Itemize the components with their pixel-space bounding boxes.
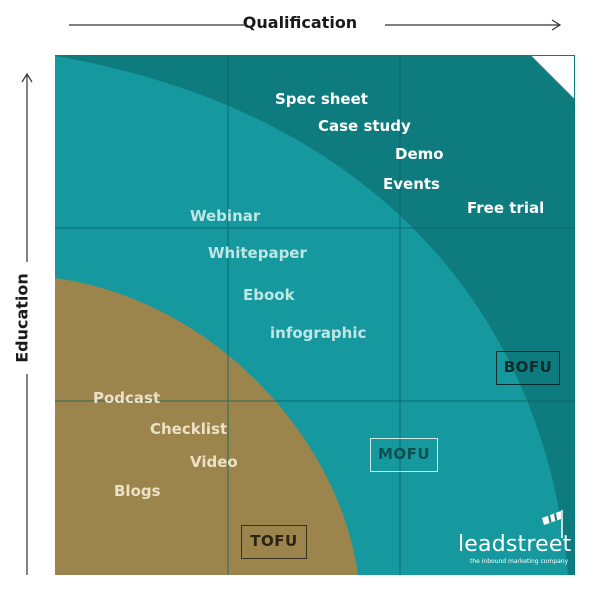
stage-badge-mofu: MOFU	[370, 438, 438, 472]
logo-wordmark: leadstreet	[458, 532, 572, 557]
content-item-case-study: Case study	[318, 117, 411, 135]
content-item-spec-sheet: Spec sheet	[275, 90, 368, 108]
content-item-whitepaper: Whitepaper	[208, 244, 307, 262]
x-axis-title: Qualification	[242, 13, 358, 32]
x-axis-arrow	[69, 19, 562, 31]
content-item-free-trial: Free trial	[467, 199, 545, 217]
logo-tagline: the inbound marketing company	[470, 558, 569, 565]
content-item-ebook: Ebook	[243, 286, 295, 304]
leadstreet-logo: leadstreet the inbound marketing company	[458, 508, 572, 570]
content-item-video: Video	[190, 453, 238, 471]
stage-badge-bofu: BOFU	[496, 351, 560, 385]
content-item-infographic: infographic	[270, 324, 367, 342]
windsock-icon	[542, 510, 563, 538]
content-item-podcast: Podcast	[93, 389, 161, 407]
stage-badge-tofu: TOFU	[241, 525, 307, 559]
content-item-events: Events	[383, 175, 440, 193]
y-axis-arrow	[21, 72, 33, 575]
content-item-blogs: Blogs	[114, 482, 161, 500]
content-item-checklist: Checklist	[150, 420, 228, 438]
grid-lines	[55, 55, 575, 575]
tofu-region	[55, 278, 358, 575]
corner-fold	[531, 55, 575, 99]
content-item-webinar: Webinar	[190, 207, 261, 225]
content-item-demo: Demo	[395, 145, 444, 163]
